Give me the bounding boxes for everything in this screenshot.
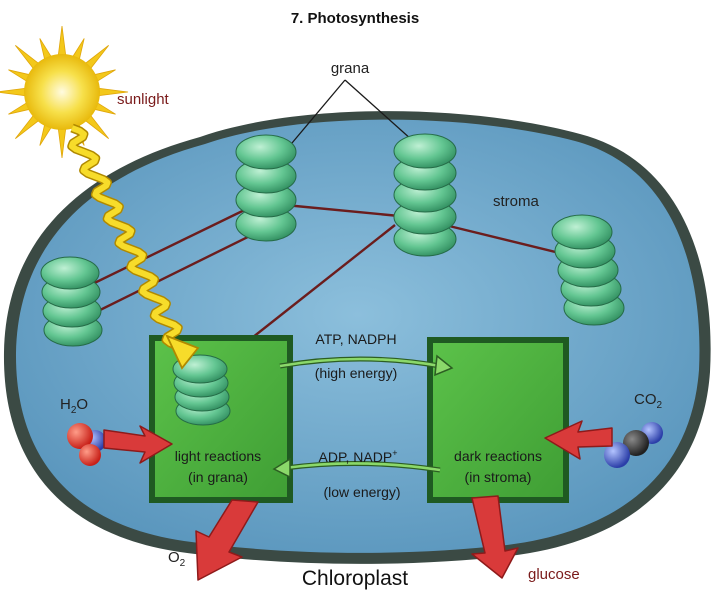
diagram-title: 7. Photosynthesis <box>291 10 419 27</box>
energy-flow-top-arrow <box>279 354 454 377</box>
thylakoid-disc <box>551 214 613 250</box>
sunlight-beam <box>67 123 200 370</box>
light-reactions-location: (in grana) <box>188 469 248 485</box>
granum-stack <box>40 256 103 347</box>
co2-label: CO2 <box>634 391 663 411</box>
water-input-arrow <box>103 425 173 464</box>
stroma-label: stroma <box>493 193 540 210</box>
dark-reactions-box <box>427 337 569 503</box>
chloroplast-caption: Chloroplast <box>302 567 408 590</box>
granum-stack <box>393 133 457 257</box>
low-energy-label: (low energy) <box>323 484 400 500</box>
atp-nadph-label: ATP, NADPH <box>315 331 396 347</box>
adp-nadp-label: ADP, NADP+ <box>319 448 398 465</box>
thylakoid-disc <box>393 133 457 169</box>
water-label: H2O <box>60 396 88 416</box>
grana-label: grana <box>331 60 370 77</box>
thylakoid-disc <box>40 256 100 290</box>
sun-icon <box>0 25 129 159</box>
co2-input-arrow <box>544 420 613 460</box>
glucose-label: glucose <box>528 566 580 583</box>
thylakoid-disc <box>235 134 297 170</box>
co2-molecule <box>604 422 663 468</box>
sunlight-label: sunlight <box>117 91 170 108</box>
granum-stack <box>172 354 231 426</box>
water-molecule <box>67 423 106 466</box>
light-reactions-label: light reactions <box>175 448 261 464</box>
dark-reactions-location: (in stroma) <box>465 469 532 485</box>
granum-stack <box>551 214 625 326</box>
granum-stack <box>235 134 297 242</box>
oxygen-label: O2 <box>168 549 186 569</box>
dark-reactions-label: dark reactions <box>454 448 542 464</box>
high-energy-label: (high energy) <box>315 365 398 381</box>
oxygen-output-arrow <box>195 499 259 581</box>
glucose-output-arrow <box>471 495 519 579</box>
energy-flow-bottom-arrow <box>272 457 441 479</box>
grana-pointer-lines <box>291 79 413 144</box>
